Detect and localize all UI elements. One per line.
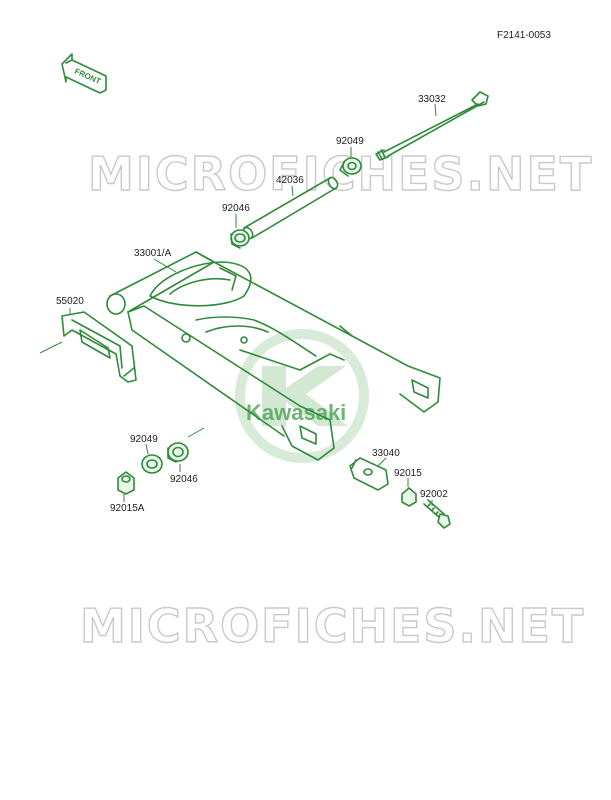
part-label-92015a: 92015A <box>110 503 145 514</box>
part-label-33001a: 33001/A <box>134 248 172 259</box>
part-label-92046-top: 92046 <box>222 203 250 214</box>
adjuster-plate <box>349 457 389 491</box>
part-label-92002: 92002 <box>420 489 448 500</box>
part-label-92049-bottom: 92049 <box>130 434 158 445</box>
kawasaki-logo: Kawasaki <box>235 329 369 463</box>
watermark-top: MICROFICHES.NET <box>88 147 593 201</box>
nut-92015a <box>117 471 135 495</box>
part-label-92046-bottom: 92046 <box>170 474 198 485</box>
part-label-92015: 92015 <box>394 468 422 479</box>
needle-bearing-bottom <box>167 442 189 463</box>
adjuster-bolt <box>423 499 451 529</box>
part-label-33032: 33032 <box>418 94 446 105</box>
swingarm <box>106 251 441 461</box>
figure-code: F2141-0053 <box>497 30 551 41</box>
front-arrow-icon: FRONT <box>61 53 107 94</box>
part-label-33040: 33040 <box>372 448 400 459</box>
nut-92015 <box>401 487 417 507</box>
watermark-bottom: MICROFICHES.NET <box>80 599 585 653</box>
oil-seal-top <box>339 157 362 177</box>
pivot-sleeve <box>242 176 339 240</box>
pivot-bolt <box>375 91 489 161</box>
part-label-42036: 42036 <box>276 175 304 186</box>
needle-bearing-top <box>230 229 250 249</box>
oil-seal-bottom <box>141 454 163 474</box>
part-label-55020: 55020 <box>56 296 84 307</box>
chain-guard <box>61 311 137 383</box>
part-label-92049-top: 92049 <box>336 136 364 147</box>
